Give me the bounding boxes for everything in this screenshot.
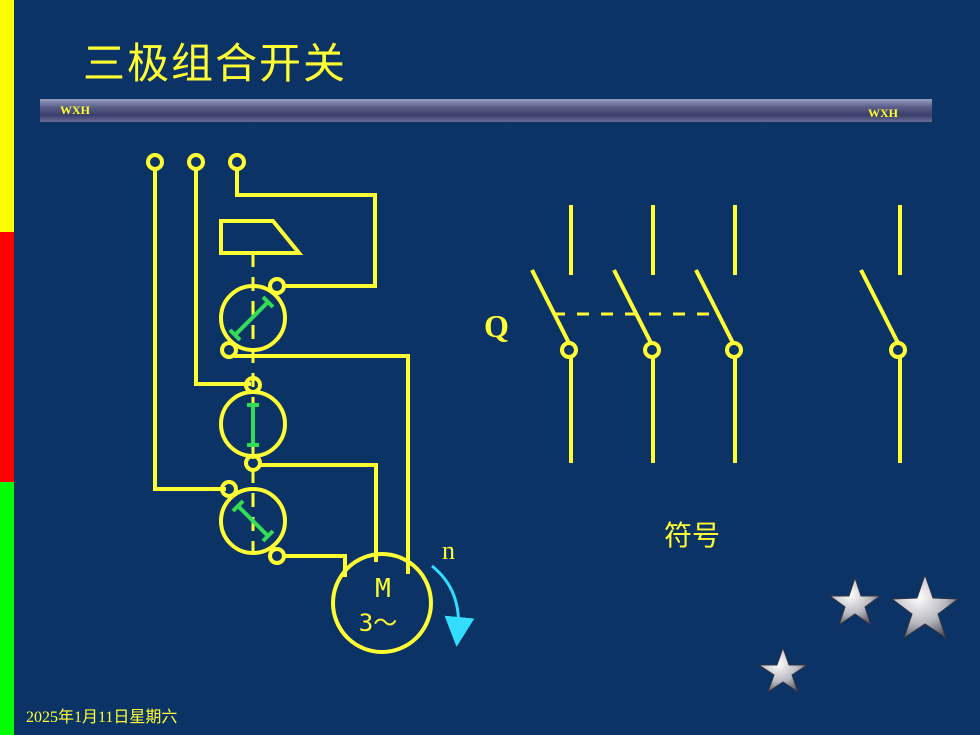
header-bar <box>40 99 932 122</box>
star-icon <box>757 646 809 694</box>
header-right-label: WXH <box>868 106 898 120</box>
motor-label-phase: 3～ <box>359 609 397 637</box>
wire-phase-1 <box>153 167 226 491</box>
terminal-2 <box>187 153 205 171</box>
contact-3b <box>268 547 286 565</box>
wire-out-3 <box>282 554 347 577</box>
star-icon <box>890 573 960 640</box>
star-icon <box>828 576 882 627</box>
star-icon-group <box>757 573 960 694</box>
header-left-label: WXH <box>60 103 90 117</box>
side-stripe-yellow <box>0 0 14 232</box>
terminal-3 <box>228 153 246 171</box>
motor-label-m: M <box>375 574 391 604</box>
rotation-arrow <box>431 564 475 647</box>
wire-phase-3 <box>235 167 377 288</box>
switch-symbol-1pole <box>859 205 907 463</box>
slide-title: 三极组合开关 <box>83 39 348 88</box>
terminal-1 <box>146 153 164 171</box>
contact-1a <box>268 277 286 295</box>
motor-circle <box>331 552 433 654</box>
symbol-caption: 符号 <box>664 519 720 552</box>
moving-contacts <box>228 295 275 543</box>
switch-handle <box>219 219 304 255</box>
footer-date: 2025年1月11日星期六 <box>26 709 178 726</box>
wire-phase-2 <box>194 167 251 386</box>
switch-symbol-3pole <box>530 205 743 463</box>
wire-out-2 <box>258 463 378 562</box>
side-stripe-red <box>0 232 14 482</box>
rotation-label: n <box>442 536 455 565</box>
side-stripe-green <box>0 482 14 735</box>
contact-1b <box>220 341 238 359</box>
contact-3a <box>220 480 238 498</box>
wire-out-1 <box>234 354 410 574</box>
switch-label-q: Q <box>484 308 509 344</box>
